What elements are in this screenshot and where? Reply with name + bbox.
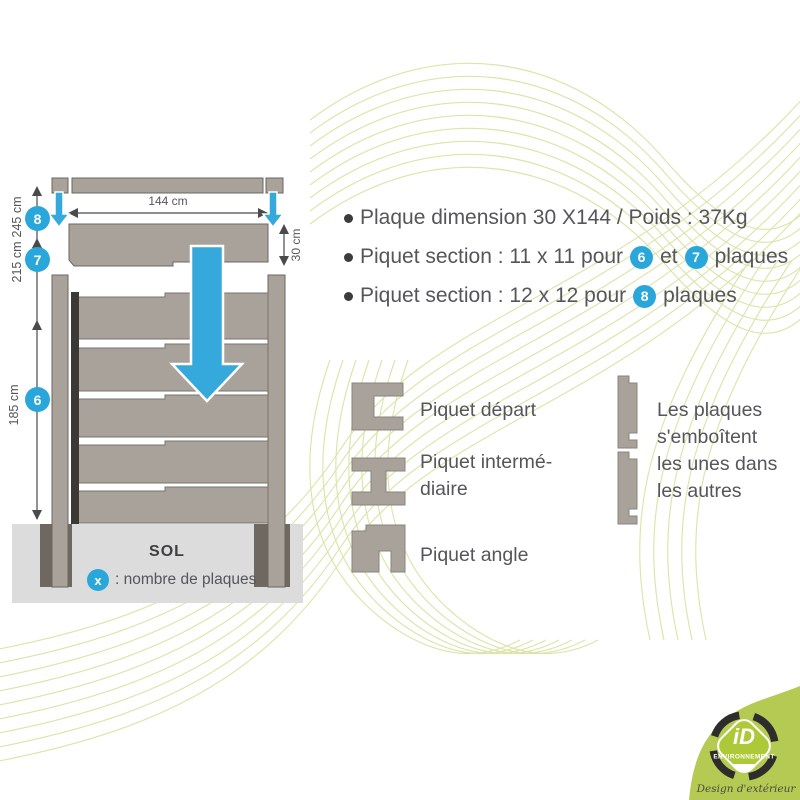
ground-label: SOL: [149, 543, 185, 560]
width-dimension-label: 144 cm: [148, 194, 188, 208]
spec-text: Plaque dimension 30 X144 / Poids : 37Kg: [360, 206, 748, 229]
top-plate: [71, 177, 264, 194]
spec-row-plaque: Plaque dimension 30 X144 / Poids : 37Kg: [344, 206, 748, 230]
post-groove-shadow: [71, 292, 79, 524]
spec-row-piquet-11: Piquet section : 11 x 11 pour 6 et 7 pla…: [344, 245, 788, 269]
plate-stack: [71, 292, 269, 524]
big-down-arrow-icon: [169, 244, 245, 403]
spec-text: plaques: [714, 245, 789, 268]
logo-name: ENVIRONNEMENT: [713, 753, 775, 761]
piquet-angle-icon: [351, 524, 406, 573]
emboitent-text: Les plaques s'emboîtent les unes dans le…: [657, 397, 777, 505]
down-arrow-icon: [47, 191, 71, 229]
badge-6-icon: 6: [630, 245, 654, 269]
spec-text: plaques: [663, 284, 737, 307]
top-row: [51, 177, 284, 267]
plank-profile: [617, 375, 638, 449]
badge-7-plaques: 7: [25, 247, 50, 272]
plank-profile: [617, 451, 638, 525]
emboitent-line: les unes dans: [657, 453, 778, 475]
plate: [71, 440, 269, 484]
piquet-depart-icon: [351, 382, 404, 431]
plate-height-dimension-label: 30 cm: [289, 228, 303, 262]
piquet-sections: [351, 382, 406, 573]
left-post-cap: [51, 177, 69, 194]
bullet-icon: [344, 252, 353, 262]
logo-diamond: [717, 719, 771, 773]
legend-x-badge: x: [87, 569, 109, 591]
insert-arrows: [47, 191, 285, 229]
inserting-plate: [68, 223, 269, 267]
logo-monogram: iD: [733, 724, 755, 749]
right-post: [267, 274, 286, 588]
height-245-label: 245 cm: [10, 196, 24, 238]
down-arrow-icon: [261, 191, 285, 229]
piquet-intermediaire-label-line2: diaire: [420, 478, 468, 500]
piquet-intermediaire-label-line1: Piquet intermé-: [420, 451, 553, 473]
legend-text: : nombre de plaques: [115, 571, 257, 588]
piquet-angle-label: Piquet angle: [420, 544, 529, 566]
plate: [71, 486, 269, 524]
spec-text: Piquet section : 11 x 11 pour: [360, 245, 624, 268]
interlocking-planks: [617, 375, 638, 525]
logo-smile: [733, 764, 755, 771]
badge-7-icon: 7: [684, 245, 708, 269]
dimension-lines: [32, 186, 289, 520]
height-185-label: 185 cm: [7, 384, 21, 426]
left-post: [51, 274, 69, 588]
bullet-icon: [344, 213, 353, 223]
plate: [71, 394, 269, 438]
height-215-label: 215 cm: [10, 241, 24, 283]
piquet-intermediaire-icon: [351, 457, 406, 506]
piquet-depart-label: Piquet départ: [420, 399, 537, 421]
emboitent-line: les autres: [657, 480, 742, 502]
badge-8-plaques: 8: [25, 206, 50, 231]
emboitent-line: Les plaques: [657, 399, 763, 421]
spec-row-piquet-12: Piquet section : 12 x 12 pour 8 plaques: [344, 284, 737, 308]
right-post-cap: [265, 177, 284, 194]
bullet-icon: [344, 291, 353, 301]
badge-6-plaques: 6: [25, 387, 50, 412]
plate: [71, 292, 269, 340]
badge-8-icon: 8: [633, 284, 657, 308]
logo-arcs: [709, 711, 779, 781]
spec-text: Piquet section : 12 x 12 pour: [360, 284, 627, 307]
logo-tagline: Design d'extérieur: [696, 783, 796, 795]
emboitent-line: s'emboîtent: [657, 426, 758, 448]
spec-text: et: [660, 245, 678, 268]
